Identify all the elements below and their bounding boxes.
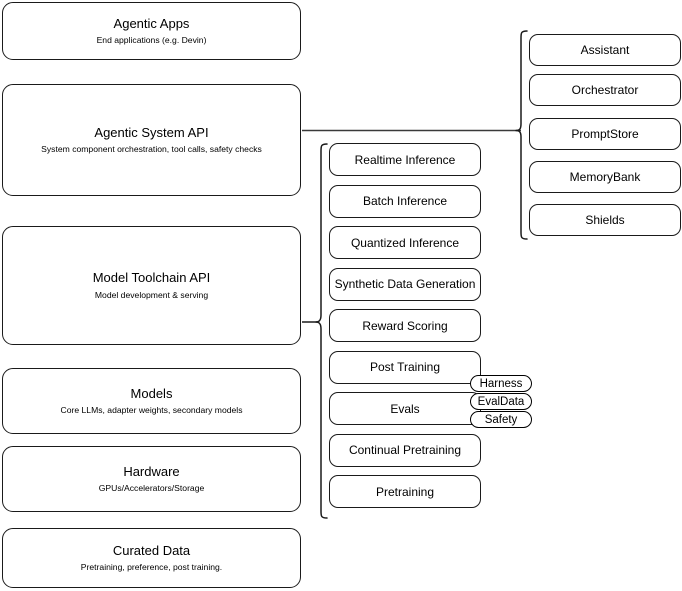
badge-label: EvalData	[477, 395, 525, 408]
toolchain-chip-realtime-inference[interactable]: Realtime Inference	[329, 143, 481, 176]
layer-subtitle: GPUs/Accelerators/Storage	[98, 483, 205, 494]
toolchain-chip-post-training[interactable]: Post Training	[329, 350, 481, 384]
layer-subtitle: Model development & serving	[94, 289, 209, 300]
layer-title: Hardware	[123, 463, 180, 479]
layer-box-hardware[interactable]: Hardware GPUs/Accelerators/Storage	[2, 446, 301, 512]
toolchain-chip-quantized-inference[interactable]: Quantized Inference	[329, 226, 481, 259]
layer-title: Curated Data	[112, 542, 191, 558]
chip-label: Synthetic Data Generation	[334, 277, 476, 291]
layer-title: Agentic Apps	[113, 15, 190, 31]
layer-title: Models	[130, 385, 173, 401]
toolchain-chip-evals[interactable]: Evals	[329, 392, 481, 425]
layer-box-curated-data[interactable]: Curated Data Pretraining, preference, po…	[2, 528, 301, 588]
agentic-system-brace	[515, 30, 528, 240]
layer-subtitle: End applications (e.g. Devin)	[96, 35, 207, 46]
chip-label: PromptStore	[571, 127, 639, 141]
chip-label: Assistant	[580, 43, 630, 57]
chip-label: Shields	[585, 213, 625, 227]
layer-subtitle: Pretraining, preference, post training.	[80, 562, 223, 573]
layer-title: Agentic System API	[94, 124, 209, 140]
chip-label: Post Training	[369, 360, 441, 374]
badge-label: Safety	[484, 413, 518, 426]
model-toolchain-brace	[315, 143, 328, 519]
toolchain-chip-pretraining[interactable]: Pretraining	[329, 475, 481, 508]
chip-label: Quantized Inference	[350, 235, 460, 250]
toolchain-chip-reward-scoring[interactable]: Reward Scoring	[329, 309, 481, 342]
chip-label: MemoryBank	[569, 170, 641, 184]
layer-box-model-toolchain-api[interactable]: Model Toolchain API Model development & …	[2, 226, 301, 345]
system-chip-promptstore[interactable]: PromptStore	[529, 118, 681, 150]
evals-badge-safety[interactable]: Safety	[470, 411, 532, 428]
chip-label: Continual Pretraining	[348, 443, 462, 457]
layer-box-models[interactable]: Models Core LLMs, adapter weights, secon…	[2, 368, 301, 434]
evals-badge-eval-data[interactable]: EvalData	[470, 393, 532, 410]
chip-label: Reward Scoring	[362, 318, 448, 333]
system-chip-orchestrator[interactable]: Orchestrator	[529, 74, 681, 106]
evals-badge-harness[interactable]: Harness	[470, 375, 532, 392]
toolchain-chip-synthetic-data-generation[interactable]: Synthetic Data Generation	[329, 267, 481, 301]
system-chip-shields[interactable]: Shields	[529, 204, 681, 236]
layer-box-agentic-apps[interactable]: Agentic Apps End applications (e.g. Devi…	[2, 2, 301, 60]
layer-subtitle: System component orchestration, tool cal…	[41, 144, 262, 155]
chip-label: Evals	[390, 401, 420, 416]
system-chip-memorybank[interactable]: MemoryBank	[529, 161, 681, 193]
badge-label: Harness	[479, 377, 523, 390]
toolchain-chip-batch-inference[interactable]: Batch Inference	[329, 184, 481, 218]
toolchain-chip-continual-pretraining[interactable]: Continual Pretraining	[329, 433, 481, 467]
chip-label: Realtime Inference	[354, 152, 456, 167]
layer-subtitle: Core LLMs, adapter weights, secondary mo…	[60, 405, 243, 416]
chip-label: Orchestrator	[571, 83, 639, 97]
system-chip-assistant[interactable]: Assistant	[529, 34, 681, 66]
chip-label: Batch Inference	[362, 194, 448, 208]
chip-label: Pretraining	[375, 484, 435, 499]
layer-box-agentic-system-api[interactable]: Agentic System API System component orch…	[2, 84, 301, 196]
layer-title: Model Toolchain API	[92, 270, 211, 286]
